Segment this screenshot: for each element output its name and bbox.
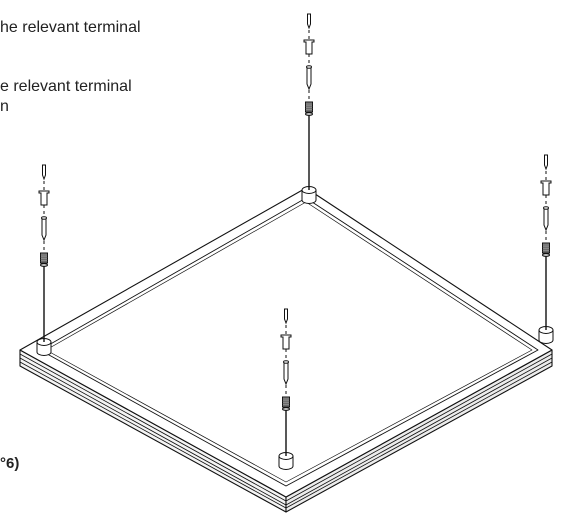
insert-flange-icon	[40, 263, 48, 267]
cap-icon	[38, 190, 50, 206]
pin-icon	[284, 308, 288, 325]
threaded-insert-icon	[305, 101, 313, 113]
pin-icon	[42, 164, 46, 181]
fastener-stack-left	[38, 164, 50, 342]
instruction-text-line-3: n	[0, 98, 9, 115]
threaded-insert-icon	[282, 396, 290, 408]
screw-head-icon	[283, 360, 289, 364]
instruction-text-line-1: he relevant terminal	[0, 19, 141, 36]
fastener-stack-right	[540, 154, 552, 330]
insert-flange-icon	[542, 253, 550, 257]
screw-icon	[283, 361, 289, 386]
screw-icon	[41, 217, 47, 242]
instruction-text-line-2: e relevant terminal	[0, 78, 132, 95]
fastener-stack-back	[303, 13, 315, 190]
screw-icon	[543, 207, 549, 232]
pin-icon	[544, 154, 548, 171]
fastener-stack-front	[280, 308, 292, 456]
threaded-insert-icon	[542, 242, 550, 254]
insert-flange-icon	[305, 112, 313, 116]
cap-icon	[303, 39, 315, 55]
screw-head-icon	[41, 216, 47, 220]
pin-icon	[307, 13, 311, 30]
threaded-insert-icon	[40, 252, 48, 264]
screw-head-icon	[543, 206, 549, 210]
footnote-text: °6)	[0, 455, 20, 472]
insert-flange-icon	[282, 407, 290, 411]
panel-frame-rim	[39, 197, 539, 487]
screw-icon	[306, 66, 312, 91]
cap-icon	[540, 180, 552, 196]
cap-icon	[280, 334, 292, 350]
screw-head-icon	[306, 65, 312, 69]
